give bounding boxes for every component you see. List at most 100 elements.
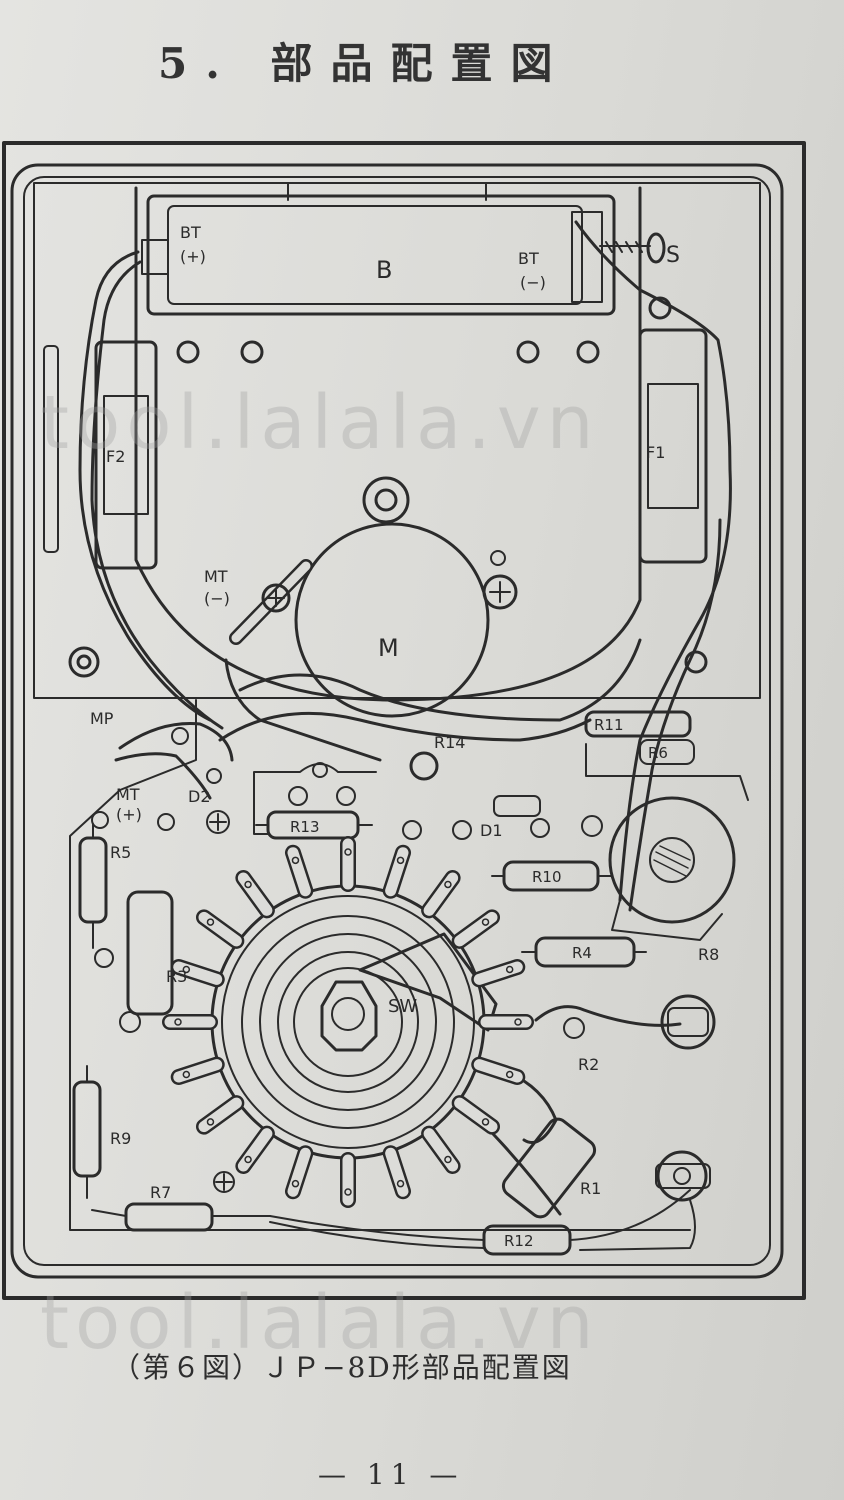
r8-bracket: [585, 743, 749, 801]
terminal: [563, 1017, 585, 1039]
rotary-switch: [210, 884, 498, 1160]
switch-lug-hole: [244, 880, 252, 889]
screw-s-shaft: [599, 241, 651, 253]
side-bar: [43, 345, 59, 553]
label-bt-plus-top: BT: [180, 223, 201, 242]
meter-body: [294, 522, 490, 718]
switch-lug-inner: [454, 1097, 498, 1133]
wire: [628, 518, 722, 912]
switch-lug-inner: [198, 1097, 242, 1133]
label-r13: R13: [290, 818, 320, 836]
mount-hole: [68, 646, 100, 678]
bracket-hole: [312, 762, 328, 778]
mt-plus-terminal: [157, 813, 175, 831]
switch-lugs: [162, 836, 534, 1208]
wire: [78, 250, 212, 722]
resistor-r9: [72, 1080, 102, 1178]
fuse-f1-body: [647, 383, 699, 509]
label-switch: SW: [388, 996, 417, 1017]
switch-lug-inner: [237, 872, 273, 916]
switch-lug-hole: [291, 1179, 300, 1188]
terminal: [452, 820, 472, 840]
switch-lug-hole: [182, 965, 191, 974]
label-r11: R11: [594, 716, 624, 734]
mount-hole: [684, 650, 708, 674]
case-outline: [10, 163, 784, 1279]
figure-caption: （第６図）ＪＰ−8D形部品配置図: [112, 1351, 572, 1384]
mount-hole: [76, 654, 92, 670]
d2-terminal: [206, 768, 222, 784]
switch-lug-hole: [444, 1155, 452, 1164]
label-r6: R6: [648, 744, 668, 762]
switch-lug-inner: [173, 961, 223, 985]
resistor-r11: [584, 710, 692, 738]
meter-small-hole: [490, 550, 506, 566]
switch-lug-inner: [385, 847, 409, 897]
switch-lug-hole: [344, 1188, 352, 1196]
page-number: — 11 —: [318, 1458, 464, 1491]
switch-lug-inner: [423, 1128, 459, 1172]
switch-lug-hole: [505, 1070, 514, 1079]
bracket-hole: [288, 786, 308, 806]
r8-pot-tab: [611, 899, 723, 941]
label-r7: R7: [150, 1183, 171, 1202]
terminal: [530, 818, 550, 838]
mount-hole: [576, 340, 600, 364]
wire: [574, 220, 732, 902]
switch-lug-hole: [182, 1070, 191, 1079]
switch-lug-inner: [423, 872, 459, 916]
diode-d1: [493, 795, 541, 817]
wire: [118, 722, 234, 762]
switch-nut: [320, 980, 378, 1052]
terminal: [94, 948, 114, 968]
terminal-post: [656, 1150, 708, 1202]
meter-lug-hole: [374, 488, 398, 512]
mount-hole: [516, 340, 540, 364]
label-r2: R2: [578, 1055, 599, 1074]
wire: [238, 638, 642, 722]
switch-lug-hole: [514, 1018, 522, 1026]
watermark: tool.lalala.vn: [40, 380, 600, 466]
switch-lug-hole: [206, 918, 215, 926]
label-fuse-f2: F2: [106, 447, 125, 466]
switch-lug-hole: [444, 880, 452, 889]
bracket-hole: [336, 786, 356, 806]
switch-lug-inner: [198, 911, 242, 947]
case-inner-outline: [23, 176, 771, 1266]
battery-outer: [146, 194, 616, 316]
mount-hole: [176, 340, 200, 364]
watermark: tool.lalala.vn: [40, 1280, 600, 1366]
r8-pot-body: [608, 796, 736, 924]
label-mt-plus-top: MT: [116, 785, 140, 804]
label-r9: R9: [110, 1129, 131, 1148]
switch-lug-inner: [287, 847, 311, 897]
label-mt-plus-bottom: (+): [116, 805, 142, 824]
label-r10: R10: [532, 868, 562, 886]
switch-lug-inner: [237, 1128, 273, 1172]
resistor-r7: [124, 1202, 214, 1232]
meter-screw: [482, 574, 518, 610]
label-r4: R4: [572, 944, 592, 962]
switch-lug-inner: [473, 961, 523, 985]
switch-lug-hole: [344, 848, 352, 856]
label-d1: D1: [480, 821, 503, 840]
switch-lug-inner: [385, 1147, 409, 1197]
meter-screw-slot: [489, 581, 511, 603]
screw: [213, 1171, 235, 1193]
label-bt-minus-bottom: (−): [520, 273, 546, 292]
label-meter: M: [378, 634, 399, 662]
terminal: [119, 1011, 141, 1033]
mount-hole: [240, 340, 264, 364]
fuse-f2-holder: [94, 340, 158, 570]
switch-lug-hole: [481, 1118, 490, 1126]
label-mp: MP: [90, 709, 114, 728]
terminal: [581, 815, 603, 837]
label-r5: R5: [110, 843, 131, 862]
switch-lug-inner: [454, 911, 498, 947]
wire: [218, 711, 592, 742]
label-bt-plus-bottom: (+): [180, 247, 206, 266]
fuse-f1-holder: [638, 328, 708, 564]
bt-minus-terminal: [571, 211, 603, 303]
